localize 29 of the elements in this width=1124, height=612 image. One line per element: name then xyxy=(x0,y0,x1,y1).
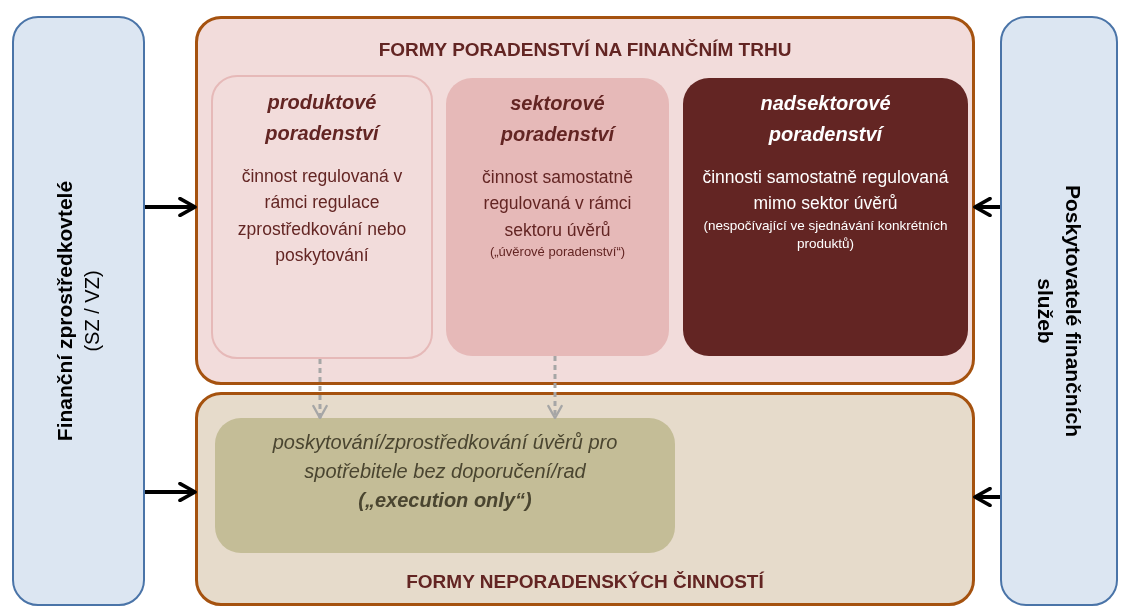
category-note: („úvěrové poradenství“) xyxy=(488,242,627,261)
side-label: Finanční zprostředkovtelé xyxy=(51,180,77,442)
side-label: Poskytovatelé finančních služeb xyxy=(1033,183,1087,440)
actor-panel xyxy=(12,16,145,606)
category-card xyxy=(211,75,433,359)
arrow xyxy=(973,196,1000,218)
category-card xyxy=(446,78,669,356)
category-description: činnosti samostatně regulovaná mimo sektor úvěrů xyxy=(701,166,950,216)
group-title: FORMY PORADENSTVÍ NA FINANČNÍM TRHU xyxy=(377,38,793,62)
category-description: činnost regulovaná v rámci regulace zprostředkování nebo poskytování xyxy=(236,165,408,267)
side-sublabel: (SZ / VZ) xyxy=(80,270,105,352)
group-panel xyxy=(195,16,975,385)
category-note: (nespočívající ve sjednávání konkrétních produktů) xyxy=(702,216,949,253)
category-description: činnost samostatně regulovaná v rámci sektoru úvěrů xyxy=(481,166,634,242)
category-heading: produktové poradenství xyxy=(264,90,382,146)
arrow xyxy=(145,196,197,218)
arrow xyxy=(973,486,1000,508)
arrow xyxy=(145,481,197,503)
category-card xyxy=(683,78,968,356)
category-heading: sektorové poradenství xyxy=(499,91,617,147)
group-title: FORMY NEPORADENSKÝCH ČINNOSTÍ xyxy=(406,570,764,595)
group-panel xyxy=(195,392,975,606)
activity-description: poskytování/zprostředkování úvěrů pro spotřebitele bez doporučení/rad xyxy=(271,430,619,484)
arrow xyxy=(547,356,563,420)
category-heading: nadsektorové poradenství xyxy=(759,91,892,147)
arrow xyxy=(312,359,328,420)
activity-note: („execution only“) xyxy=(358,488,532,513)
activity-card xyxy=(215,418,675,553)
actor-panel xyxy=(1000,16,1118,606)
